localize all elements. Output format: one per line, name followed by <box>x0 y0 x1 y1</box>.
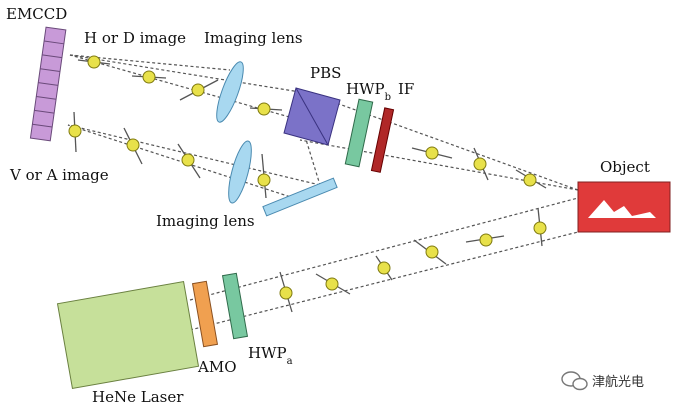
polarization-markers <box>68 55 547 313</box>
label-object: Object <box>600 158 650 176</box>
hwp-a-plate <box>221 272 249 340</box>
imaging-lens-bottom <box>228 140 252 204</box>
emccd-sensor <box>29 26 67 142</box>
mirror <box>262 177 338 217</box>
label-v-or-a-image: V or A image <box>9 166 109 184</box>
label-pbs: PBS <box>310 64 341 82</box>
label-if: IF <box>398 80 414 98</box>
amo-modulator <box>191 280 219 348</box>
hene-laser <box>56 280 200 390</box>
label-imaging-lens-top: Imaging lens <box>204 29 303 47</box>
label-hwp-a: HWPa <box>248 344 293 367</box>
label-emccd: EMCCD <box>6 5 67 23</box>
label-hwp-b: HWPb <box>346 80 391 103</box>
wechat-icon <box>561 371 588 391</box>
imaging-lens-top <box>216 61 244 123</box>
watermark-text: 津航光电 <box>592 374 644 390</box>
label-amo: AMO <box>197 358 237 376</box>
watermark: 津航光电 <box>561 371 644 391</box>
label-h-or-d-image: H or D image <box>84 29 186 47</box>
label-hene-laser: HeNe Laser <box>92 388 184 406</box>
pbs-cube <box>283 87 341 146</box>
label-imaging-lens-bottom: Imaging lens <box>156 212 255 230</box>
if-filter <box>370 107 395 173</box>
object-sample <box>577 181 671 233</box>
hwp-b-plate <box>344 98 374 168</box>
